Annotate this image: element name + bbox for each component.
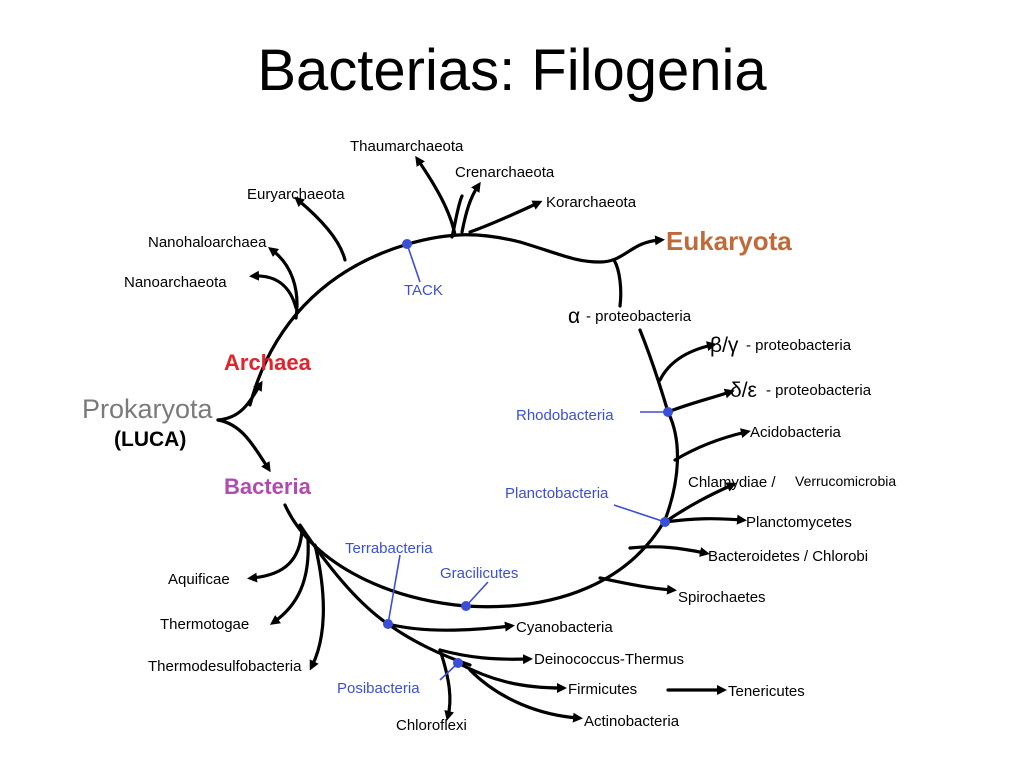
crenarchaeota-branch [460, 181, 481, 234]
actinobacteria-label: Actinobacteria [584, 713, 680, 730]
bacteria-lineage [283, 328, 680, 609]
beta-gamma-branch [658, 341, 717, 382]
terrabacteria-label: Terrabacteria [345, 540, 433, 557]
euryarchaeota-branch [294, 196, 347, 262]
acidobacteria-branch [673, 428, 751, 462]
eukaryota-lineage [518, 235, 665, 264]
crenarchaeota-label: Crenarchaeota [455, 164, 555, 181]
spirochaetes-label: Spirochaetes [678, 589, 766, 606]
alpha-symbol: α [568, 305, 580, 328]
planctobacteria-node [660, 517, 670, 527]
thaumarchaeota-branch [415, 155, 457, 237]
deinococcus-thermus-label: Deinococcus-Thermus [534, 651, 684, 668]
planctomycetes-label: Planctomycetes [746, 514, 852, 531]
firmicutes-branch [456, 661, 567, 693]
luca-label: (LUCA) [114, 428, 186, 451]
posibacteria-node [453, 658, 463, 668]
planctomycetes-branch [663, 514, 747, 525]
acidobacteria-label: Acidobacteria [750, 424, 842, 441]
alpha-lineage [612, 258, 623, 308]
verrucomicrobia-label: Verrucomicrobia [795, 473, 896, 489]
deinococcus-branch [438, 648, 533, 665]
planctobacteria-label: Planctobacteria [505, 485, 609, 502]
archaea-label: Archaea [224, 350, 312, 375]
korarchaeota-branch [468, 200, 543, 234]
korarchaeota-label: Korarchaeota [546, 194, 637, 211]
nanoarchaeota-branch [249, 270, 298, 310]
nanohaloarchaea-label: Nanohaloarchaea [148, 234, 267, 251]
chloroflexi-branch [438, 648, 455, 721]
archaea-lineage [248, 233, 522, 407]
tack-label: TACK [404, 282, 443, 299]
cyanobacteria-label: Cyanobacteria [516, 619, 613, 636]
planctobacteria-connector [613, 504, 666, 523]
alpha-proteobacteria-label: - proteobacteria [586, 308, 692, 325]
luca-bacteria-branch [216, 418, 271, 473]
gracilicutes-connector [465, 581, 489, 607]
gracilicutes-node [461, 601, 471, 611]
bacteria-label: Bacteria [224, 474, 312, 499]
thermodesulfobacteria-branch [309, 543, 325, 671]
tack-node [402, 239, 412, 249]
nanoarchaeota-label: Nanoarchaeota [124, 274, 227, 291]
thermotogae-label: Thermotogae [160, 616, 249, 633]
chloroflexi-label: Chloroflexi [396, 717, 467, 734]
terrabacteria-node [383, 619, 393, 629]
tack-connector [406, 243, 421, 283]
page-title: Bacterias: Filogenia [257, 38, 767, 103]
beta-gamma-symbol: β/γ [710, 334, 739, 357]
bacteroidetes-branch [628, 545, 710, 557]
aquificae-label: Aquificae [168, 571, 230, 588]
eukaryota-label: Eukaryota [666, 226, 792, 256]
firmicutes-label: Firmicutes [568, 681, 637, 698]
beta-gamma-proteobacteria-label: - proteobacteria [746, 337, 852, 354]
gracilicutes-label: Gracilicutes [440, 565, 518, 582]
chlamydiae-label: Chlamydiae / [688, 474, 776, 491]
delta-epsilon-proteobacteria-label: - proteobacteria [766, 382, 872, 399]
chlamydiae-branch [663, 482, 737, 524]
nanohaloarchaea-branch [268, 246, 299, 320]
euryarchaeota-label: Euryarchaeota [247, 186, 345, 203]
luca-archaea-branch [216, 380, 263, 422]
thermotogae-branch [269, 538, 310, 625]
aquificae-branch [247, 528, 304, 583]
thermodesulfobacteria-label: Thermodesulfobacteria [148, 658, 302, 675]
posibacteria-label: Posibacteria [337, 680, 420, 697]
cyanobacteria-branch [386, 621, 515, 632]
rhodobacteria-node [663, 407, 673, 417]
delta-epsilon-symbol: δ/ε [730, 379, 757, 402]
prokaryota-label: Prokaryota [82, 394, 214, 424]
terrabacteria-connector [387, 554, 401, 625]
actinobacteria-branch [468, 668, 583, 723]
rhodobacteria-label: Rhodobacteria [516, 407, 614, 424]
thaumarchaeota-label: Thaumarchaeota [350, 138, 464, 155]
tenericutes-label: Tenericutes [728, 683, 805, 700]
bacteroidetes-label: Bacteroidetes / Chlorobi [708, 548, 868, 565]
delta-epsilon-branch [666, 388, 735, 414]
spirochaetes-branch [598, 576, 677, 595]
